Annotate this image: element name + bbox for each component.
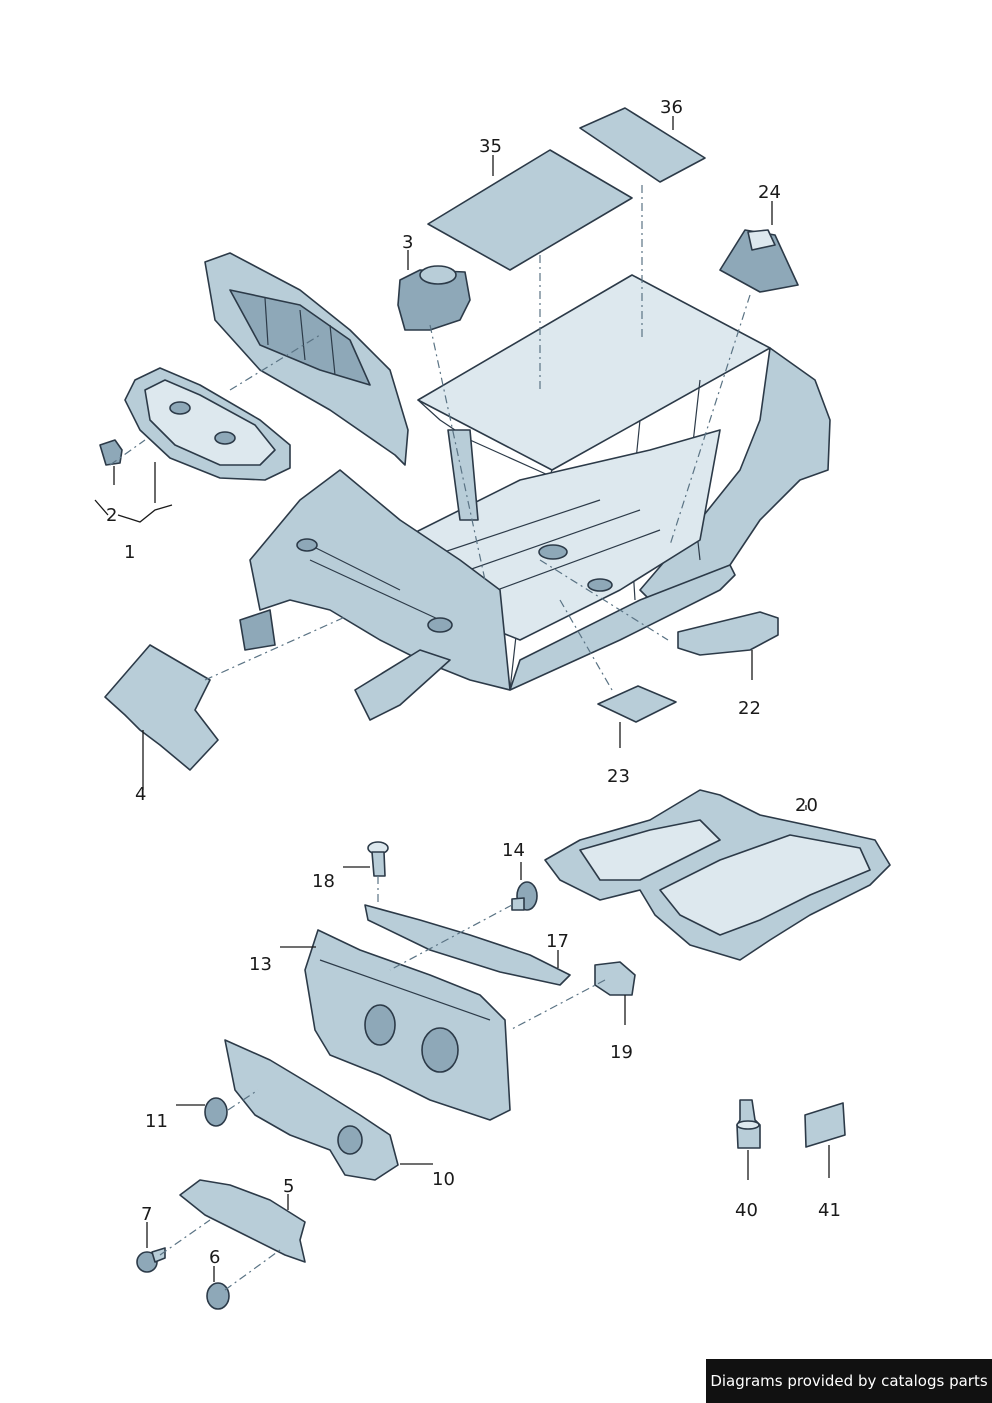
- callout-1: 1: [124, 542, 135, 563]
- bonnet: [204, 252, 409, 466]
- callout-labels: 36 35 24 3 2 1 4 22 23 20 14 18 17 13 19…: [106, 97, 841, 1268]
- callout-4: 4: [135, 784, 146, 805]
- callout-2: 2: [106, 505, 117, 526]
- pad-part-19: [594, 961, 636, 996]
- callout-18: 18: [312, 871, 335, 892]
- floor-insulation-part: [104, 644, 219, 771]
- bulkhead-insulation-part: [304, 929, 511, 1121]
- callout-41: 41: [818, 1200, 841, 1221]
- callout-5: 5: [283, 1176, 294, 1197]
- callout-40: 40: [735, 1200, 758, 1221]
- bonnet-insulation-part: [124, 367, 291, 481]
- stud-part-18: [367, 841, 389, 877]
- nut-part-6: [206, 1282, 230, 1310]
- callout-36: 36: [660, 97, 683, 118]
- floor-carpet-part: [544, 789, 891, 961]
- callout-14: 14: [502, 840, 525, 861]
- callout-6: 6: [209, 1247, 220, 1268]
- damper-mount-part: [397, 265, 471, 331]
- attribution-text: Diagrams provided by catalogs parts: [710, 1372, 988, 1390]
- callout-17: 17: [546, 931, 569, 952]
- assembly-lines: [109, 185, 751, 1291]
- roof-pad-small: [579, 107, 706, 183]
- pad-part-41: [804, 1102, 846, 1148]
- callout-7: 7: [141, 1204, 152, 1225]
- nut-part-14: [511, 881, 538, 911]
- callout-13: 13: [249, 954, 272, 975]
- clip-part: [99, 439, 123, 466]
- attribution-banner: Diagrams provided by catalogs parts: [706, 1359, 992, 1403]
- pad-part-23: [597, 685, 677, 723]
- strip-part-17: [364, 904, 571, 986]
- leader-lines: [94, 116, 830, 1282]
- nut-part-11: [204, 1097, 228, 1127]
- callout-24: 24: [758, 182, 781, 203]
- callout-3: 3: [402, 232, 413, 253]
- sill-insulation-part: [677, 611, 779, 656]
- bracket-part: [719, 229, 799, 293]
- screw-part-7: [136, 1247, 166, 1273]
- callout-22: 22: [738, 698, 761, 719]
- callout-19: 19: [610, 1042, 633, 1063]
- heat-shield-part: [179, 1179, 306, 1263]
- callout-11: 11: [145, 1111, 168, 1132]
- callout-10: 10: [432, 1169, 455, 1190]
- callout-20: 20: [795, 795, 818, 816]
- roof-pad-large: [427, 149, 633, 271]
- car-body-shell: [239, 274, 831, 721]
- callout-35: 35: [479, 136, 502, 157]
- buffer-part-40: [736, 1099, 761, 1149]
- callout-23: 23: [607, 766, 630, 787]
- insulation-part-10: [224, 1039, 399, 1181]
